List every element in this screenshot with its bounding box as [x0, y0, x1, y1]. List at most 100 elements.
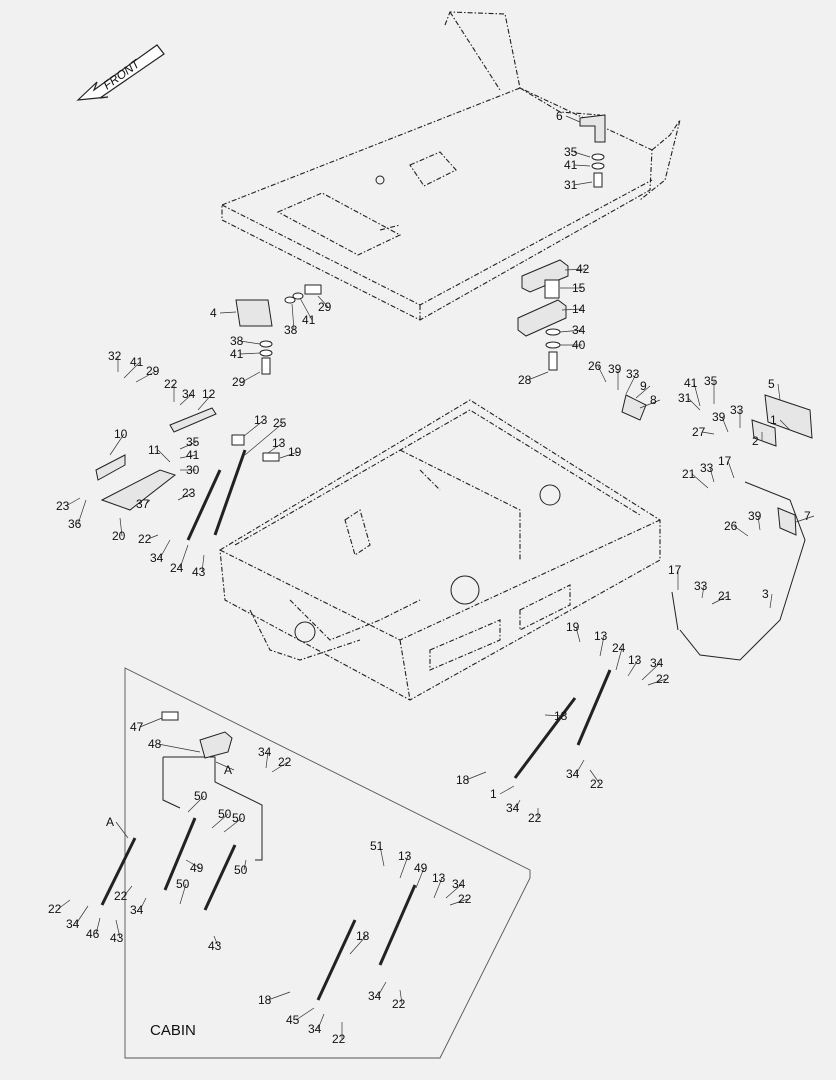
- leader-line: [349, 935, 367, 955]
- part-callout-14: 14: [572, 302, 586, 316]
- leader-line: [691, 473, 709, 489]
- leader-line: [701, 585, 705, 599]
- leader-line: [433, 877, 443, 899]
- part-callout-17: 17: [718, 454, 732, 468]
- cabin-inset-outline: [124, 667, 531, 1059]
- leader-line: [187, 795, 205, 813]
- part-callout-25: 25: [273, 416, 287, 430]
- part-callout-51: 51: [370, 839, 384, 853]
- leader-line: [625, 373, 637, 395]
- part-callout-13: 13: [254, 413, 268, 427]
- part-callout-36: 36: [68, 517, 82, 531]
- part-callout-13: 13: [628, 653, 642, 667]
- leader-line: [201, 554, 205, 573]
- part-callout-34: 34: [572, 323, 586, 337]
- leader-line: [243, 419, 265, 437]
- part-callout-24: 24: [170, 561, 184, 575]
- part-callout-48: 48: [148, 737, 162, 751]
- leader-line: [75, 905, 89, 925]
- leader-line: [295, 1007, 315, 1021]
- part-callout-22: 22: [138, 532, 152, 546]
- leader-line: [123, 885, 133, 897]
- leader-line: [115, 919, 121, 939]
- leader-line: [241, 371, 261, 383]
- part-callout-27: 27: [692, 425, 706, 439]
- part-callout-34: 34: [566, 767, 580, 781]
- leader-line: [109, 433, 125, 456]
- part-callout-7: 7: [804, 509, 811, 523]
- part-callout-41: 41: [230, 347, 244, 361]
- part-callout-34: 34: [258, 745, 272, 759]
- leader-line: [561, 308, 583, 311]
- leader-line: [733, 525, 749, 537]
- leader-line: [575, 759, 585, 775]
- part-callout-11: 11: [148, 443, 161, 457]
- leader-line: [317, 1013, 325, 1030]
- leader-line: [573, 164, 591, 167]
- leader-line: [213, 935, 219, 947]
- part-callout-13: 13: [398, 849, 412, 863]
- cabin-bracket-guide: [163, 756, 263, 861]
- part-callout-21: 21: [682, 467, 696, 481]
- leader-line: [379, 845, 385, 867]
- leader-line: [693, 382, 701, 407]
- front-label: FRONT: [101, 56, 144, 93]
- leader-line: [299, 297, 313, 321]
- leader-line: [377, 981, 387, 997]
- part-callout-34: 34: [506, 801, 520, 815]
- leader-line: [179, 544, 189, 569]
- part-callout-1: 1: [770, 413, 777, 427]
- part-callout-43: 43: [208, 939, 222, 953]
- part-callout-1: 1: [490, 787, 497, 801]
- leader-line: [757, 515, 761, 531]
- part-callout-18: 18: [456, 773, 470, 787]
- part-shapes: [95, 114, 813, 1001]
- cabin-label: CABIN: [150, 1022, 196, 1039]
- part-callout-41: 41: [564, 158, 578, 172]
- part-callout-23: 23: [56, 499, 70, 513]
- part-callout-43: 43: [110, 931, 124, 945]
- part-callout-33: 33: [626, 367, 640, 381]
- part-callout-35: 35: [564, 145, 578, 159]
- part-callout-22: 22: [458, 892, 472, 906]
- part-callout-41: 41: [684, 376, 698, 390]
- part-callout-22: 22: [656, 672, 670, 686]
- leader-line: [139, 897, 147, 911]
- machine-frame: [219, 399, 661, 701]
- part-callout-22: 22: [48, 902, 62, 916]
- leader-line: [177, 492, 193, 501]
- part-callout-34: 34: [308, 1022, 322, 1036]
- leader-line: [515, 799, 521, 809]
- part-callout-20: 20: [112, 529, 126, 543]
- leader-line: [291, 303, 295, 331]
- part-callout-29: 29: [232, 375, 246, 389]
- leader-line: [779, 419, 791, 431]
- leader-line: [687, 397, 701, 411]
- part-callout-42: 42: [576, 262, 590, 276]
- part-callout-8: 8: [650, 393, 657, 407]
- part-callout-45: 45: [286, 1013, 300, 1027]
- part-callout-47: 47: [130, 720, 144, 734]
- leader-line: [711, 595, 729, 605]
- part-callout-49: 49: [190, 861, 204, 875]
- part-callout-34: 34: [130, 903, 144, 917]
- part-callout-26: 26: [724, 519, 738, 533]
- leader-line: [123, 361, 141, 379]
- part-callout-4: 4: [210, 306, 217, 320]
- leader-line: [243, 859, 247, 871]
- part-callout-49: 49: [414, 861, 428, 875]
- part-callout-34: 34: [150, 551, 164, 565]
- part-callout-3: 3: [762, 587, 769, 601]
- part-callout-19: 19: [288, 445, 302, 459]
- part-callout-38: 38: [284, 323, 298, 337]
- leader-line: [95, 917, 101, 935]
- part-callout-28: 28: [518, 373, 532, 387]
- part-callout-18: 18: [258, 993, 272, 1007]
- part-callout-39: 39: [712, 410, 726, 424]
- leader-line: [627, 659, 639, 677]
- part-callout-22: 22: [114, 889, 128, 903]
- leader-line: [527, 371, 549, 381]
- leader-line: [399, 855, 409, 879]
